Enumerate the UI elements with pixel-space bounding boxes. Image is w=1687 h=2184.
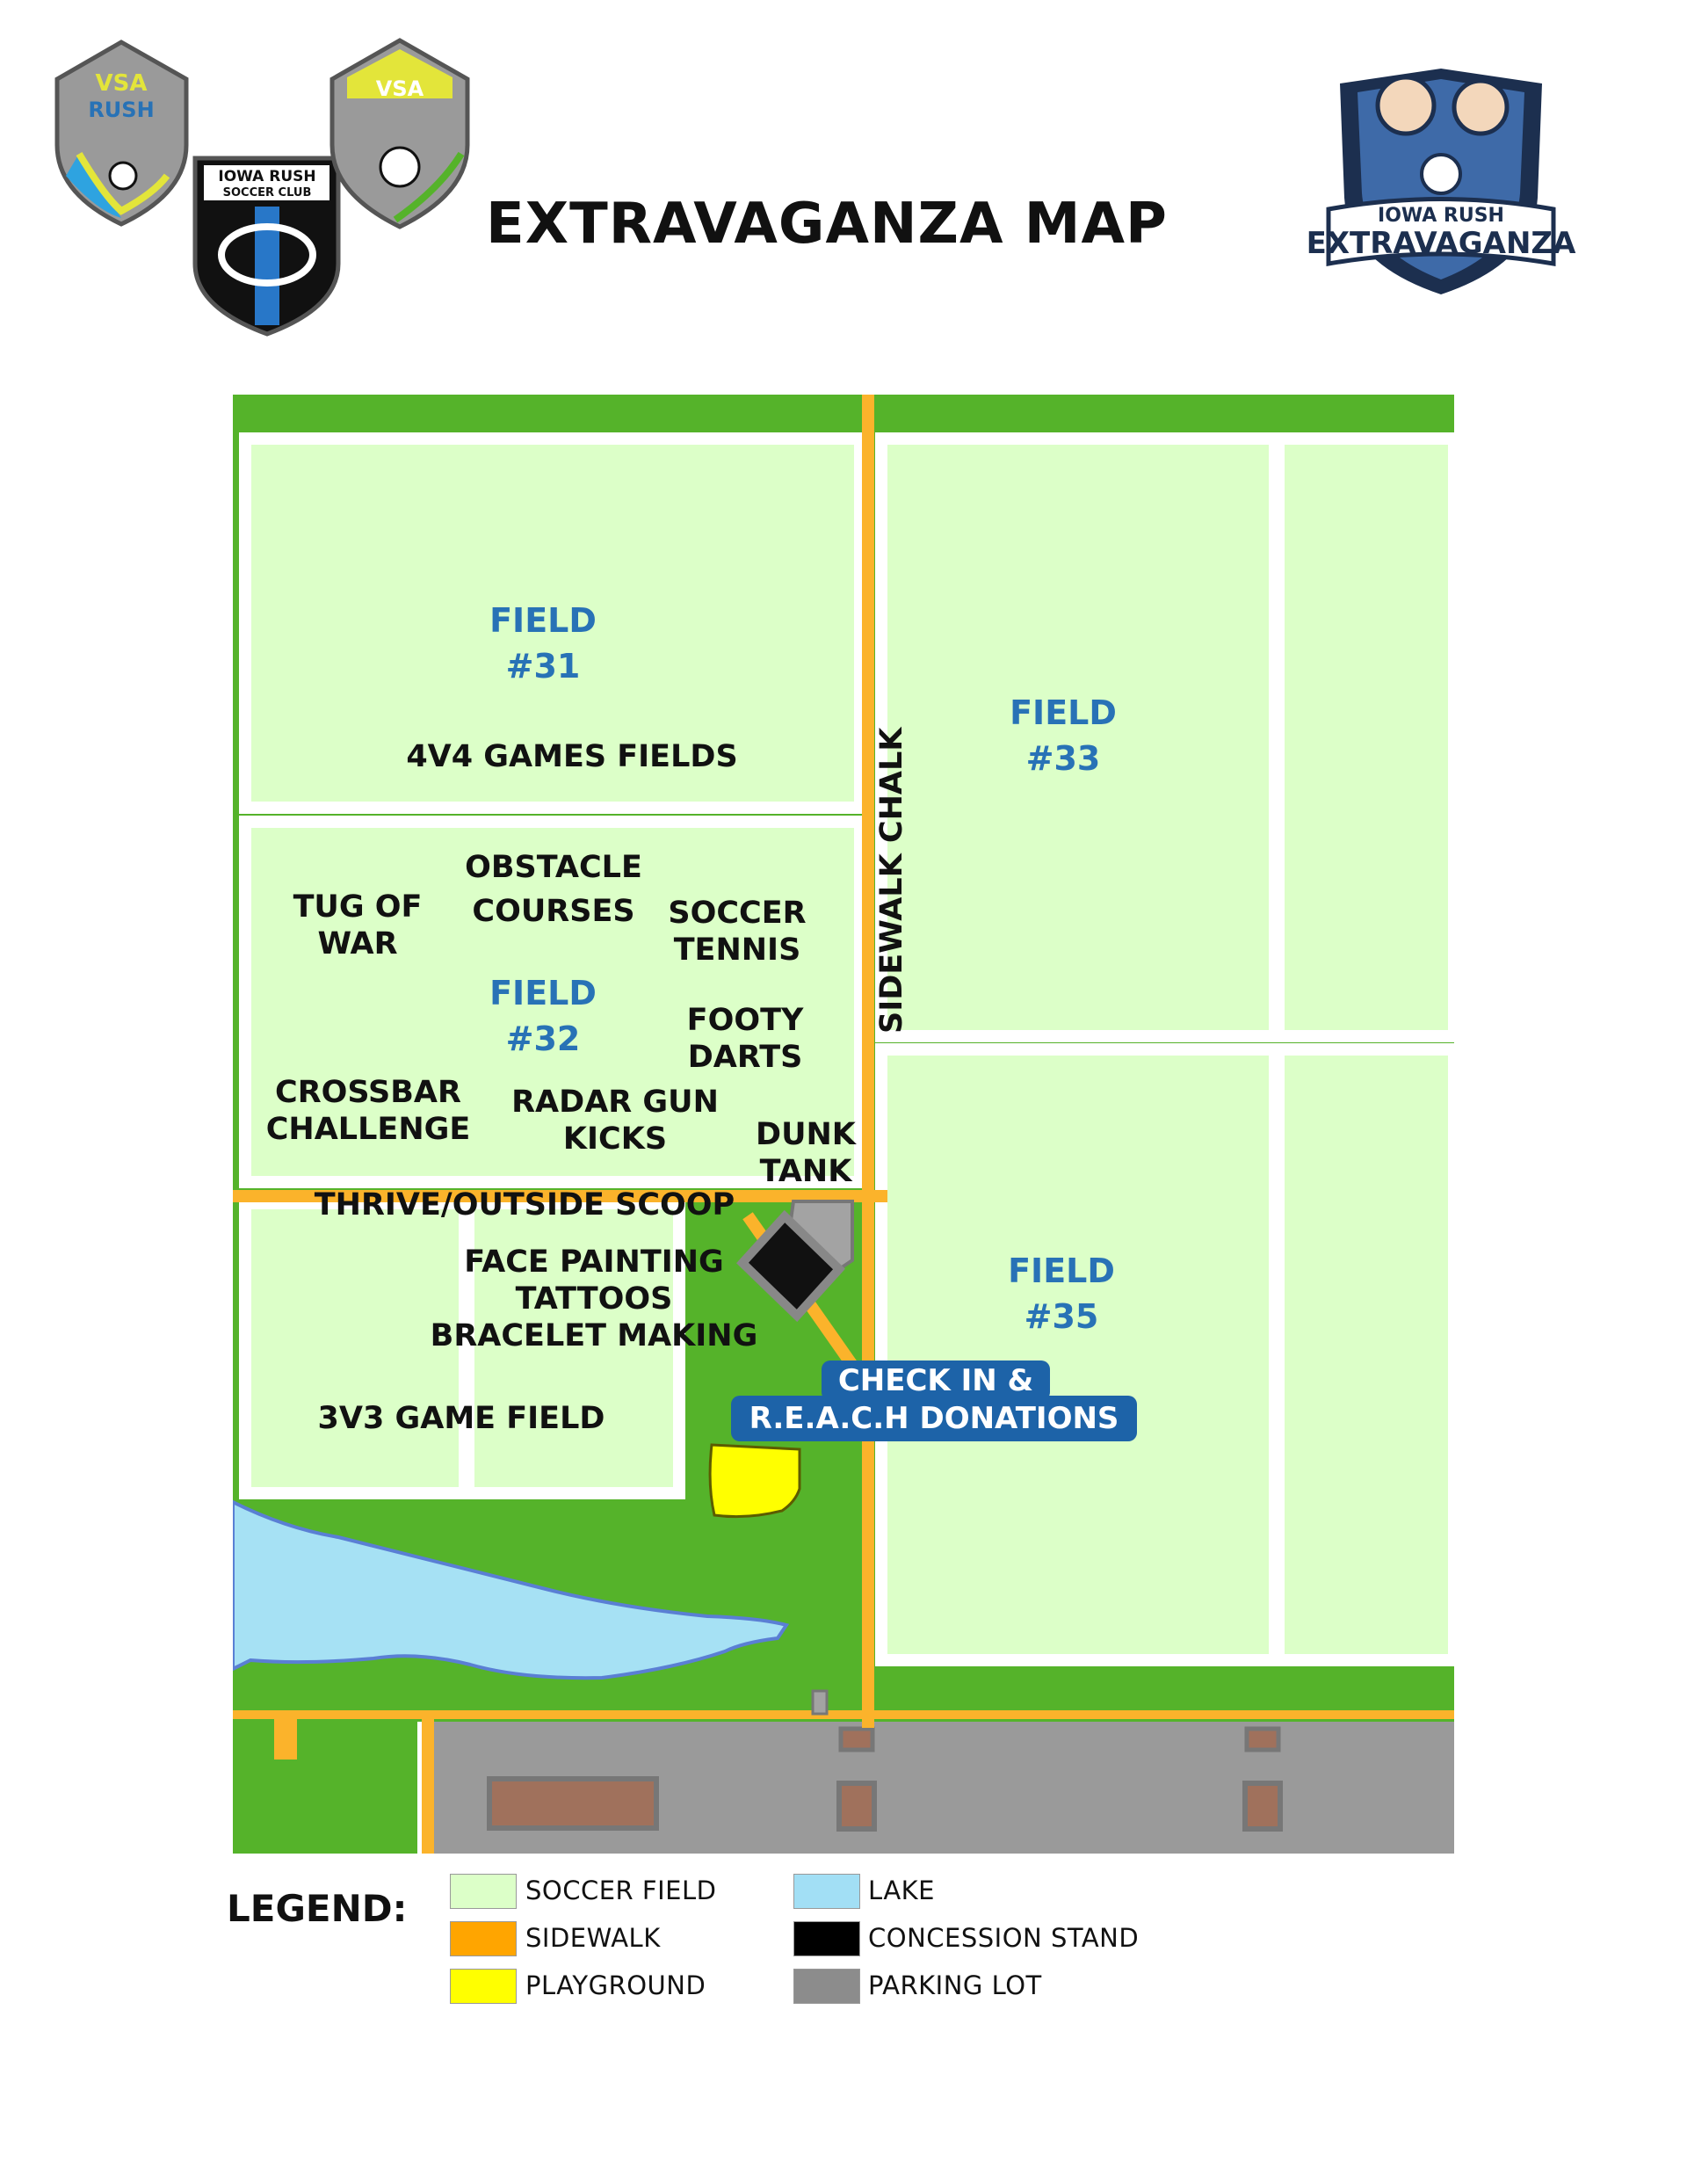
- vsa-rush-badge: VSA RUSH: [54, 40, 189, 227]
- field-35-label-line1: FIELD: [1008, 1252, 1115, 1290]
- field-31-label: FIELD #31: [486, 601, 600, 686]
- tug-of-war-label-line2: WAR: [317, 926, 398, 961]
- legend-swatch-playground: [450, 1969, 517, 2004]
- soccer-fields: [239, 432, 1454, 1666]
- dunk-tank-label-line1: DUNK: [756, 1117, 856, 1152]
- field-31-label-line2: #31: [505, 646, 581, 686]
- concession-stand: [736, 1200, 854, 1323]
- dunk-tank-label-line2: TANK: [759, 1154, 852, 1189]
- legend-swatch-sidewalk: [450, 1921, 517, 1956]
- soccer-ball-icon: [108, 161, 138, 191]
- legend-title: LEGEND:: [227, 1887, 408, 1930]
- parking-building: [487, 1776, 659, 1831]
- games-4v4-label: 4V4 GAMES FIELDS: [406, 739, 738, 774]
- field-33-label-line2: #33: [1025, 738, 1101, 778]
- field-33-label-line1: FIELD: [1010, 693, 1117, 732]
- vsa-badge: VSA: [329, 38, 470, 229]
- crossbar-challenge-label-line2: CHALLENGE: [265, 1112, 471, 1147]
- soccer-ball-icon: [1420, 153, 1462, 195]
- crossbar-challenge-label: CROSSBAR CHALLENGE: [258, 1074, 478, 1148]
- vsa-rush-badge-line2: RUSH: [88, 98, 154, 122]
- iowa-rush-badge: IOWA RUSH SOCCER CLUB: [192, 156, 341, 337]
- boy-character-icon: [1375, 75, 1437, 136]
- checkin-badge-top: CHECK IN &: [822, 1360, 1050, 1401]
- legend-label-playground: PLAYGROUND: [525, 1970, 706, 2000]
- field-35[interactable]: [875, 1043, 1281, 1666]
- legend-label-sidewalk: SIDEWALK: [525, 1923, 661, 1953]
- page-title: EXTRAVAGANZA MAP: [486, 192, 1168, 257]
- legend-swatch-soccer-field: [450, 1874, 517, 1909]
- girl-character-icon: [1452, 78, 1510, 136]
- footy-darts-label-line1: FOOTY: [686, 1003, 804, 1038]
- field-35-label: FIELD #35: [1004, 1252, 1119, 1337]
- face-painting-label-line1: FACE PAINTING: [464, 1244, 724, 1280]
- legend-label-concession-stand: CONCESSION STAND: [868, 1923, 1140, 1953]
- soccer-ball-icon: [379, 146, 421, 188]
- face-painting-label-line3: BRACELET MAKING: [430, 1318, 758, 1353]
- iowa-rush-badge-line2: SOCCER CLUB: [223, 186, 312, 200]
- field-3v3-right[interactable]: [462, 1197, 685, 1499]
- radar-gun-kicks-label-line2: KICKS: [562, 1121, 668, 1157]
- playground: [708, 1443, 801, 1519]
- iowa-rush-badge-line1: IOWA RUSH: [218, 168, 315, 185]
- face-painting-label-line2: TATTOOS: [515, 1281, 673, 1317]
- obstacle-courses-label-line1: OBSTACLE: [465, 850, 642, 885]
- soccer-tennis-label: SOCCER TENNIS: [655, 895, 819, 969]
- vsa-badge-text: VSA: [376, 76, 424, 101]
- field-31-label-line1: FIELD: [489, 601, 597, 640]
- legend-label-lake: LAKE: [868, 1876, 936, 1905]
- extravaganza-logo: IOWA RUSH EXTRAVAGANZA: [1307, 69, 1576, 294]
- checkin-badge-bottom: R.E.A.C.H DONATIONS: [731, 1396, 1137, 1441]
- field-32-label: FIELD #32: [486, 974, 600, 1059]
- game-3v3-label: 3V3 GAME FIELD: [317, 1401, 605, 1436]
- face-painting-label: FACE PAINTING TATTOOS BRACELET MAKING: [418, 1244, 770, 1354]
- legend-swatch-lake: [793, 1874, 860, 1909]
- field-32-label-line1: FIELD: [489, 974, 597, 1012]
- dunk-tank-label: DUNK TANK: [749, 1116, 863, 1190]
- field-32[interactable]: [239, 816, 866, 1188]
- radar-gun-kicks-label: RADAR GUN KICKS: [503, 1084, 728, 1157]
- extravaganza-logo-line2: EXTRAVAGANZA: [1307, 226, 1576, 261]
- soccer-tennis-label-line1: SOCCER: [668, 896, 807, 931]
- tug-of-war-label-line1: TUG OF: [293, 889, 423, 925]
- vsa-rush-badge-line1: VSA: [96, 70, 148, 97]
- logo-area: VSA RUSH IOWA RUSH SOCCER CLUB VSA IOWA …: [54, 38, 1576, 337]
- obstacle-courses-label-line2: COURSES: [472, 894, 635, 929]
- field-33-label: FIELD #33: [1006, 693, 1120, 779]
- field-35-label-line2: #35: [1024, 1296, 1099, 1336]
- lake: [233, 1499, 790, 1680]
- footy-darts-label-line2: DARTS: [687, 1040, 803, 1075]
- legend-swatch-concession-stand: [793, 1921, 860, 1956]
- footy-darts-label: FOOTY DARTS: [675, 1002, 815, 1076]
- radar-gun-kicks-label-line1: RADAR GUN: [511, 1085, 719, 1120]
- legend-swatch-parking-lot: [793, 1969, 860, 2004]
- tug-of-war-label: TUG OF WAR: [283, 889, 432, 962]
- park-map: [233, 395, 1454, 1854]
- field-3v3-left[interactable]: [239, 1197, 471, 1499]
- soccer-tennis-label-line2: TENNIS: [673, 932, 801, 968]
- thrive-outside-scoop-label: THRIVE/OUTSIDE SCOOP: [314, 1187, 735, 1223]
- field-32-label-line2: #32: [505, 1019, 581, 1058]
- legend-label-soccer-field: SOCCER FIELD: [525, 1876, 717, 1905]
- extravaganza-logo-line1: IOWA RUSH: [1378, 205, 1504, 227]
- rush-swirl-icon: [218, 223, 316, 287]
- field-31[interactable]: [239, 432, 866, 814]
- legend-label-parking-lot: PARKING LOT: [868, 1970, 1042, 2000]
- sidewalk-chalk-label: SIDEWALK CHALK: [874, 727, 909, 1034]
- crossbar-challenge-label-line1: CROSSBAR: [275, 1075, 461, 1110]
- obstacle-courses-label: OBSTACLE COURSES: [448, 849, 659, 930]
